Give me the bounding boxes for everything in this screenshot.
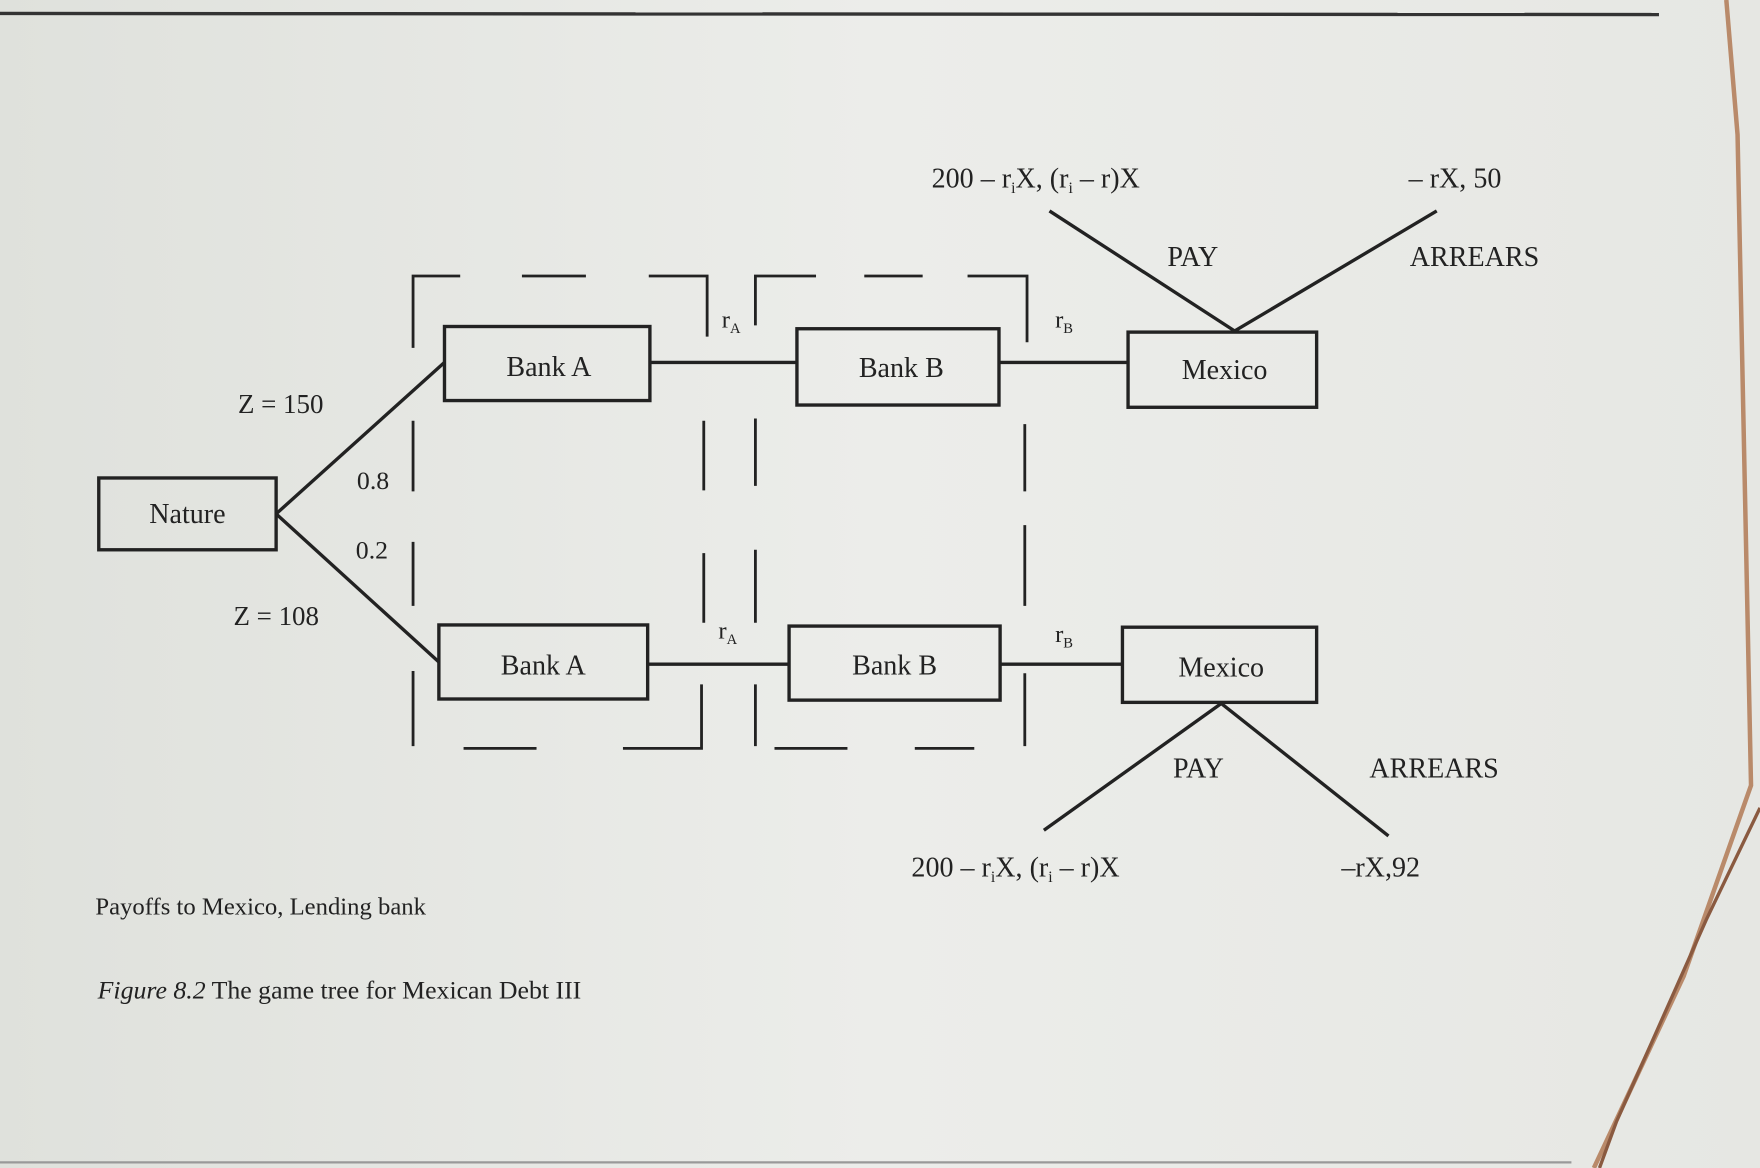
payoff-arrears-upper: – rX, 50 — [1408, 163, 1502, 194]
rate-b-upper: rB — [1055, 307, 1073, 338]
payoff-pay-upper: 200 – riX, (ri – r)X — [932, 163, 1140, 197]
node-bank-a-upper: Bank A — [442, 324, 652, 403]
node-label: Mexico — [1178, 653, 1264, 684]
payoff-arrears-lower: –rX,92 — [1340, 852, 1420, 883]
information-set-bank-b — [754, 274, 1029, 750]
page-edge-inner — [1597, 807, 1760, 1168]
upper-probability: 0.8 — [357, 466, 389, 495]
lower-probability: 0.2 — [356, 536, 388, 565]
node-label: Bank B — [852, 650, 937, 681]
rate-a-upper: rA — [722, 307, 741, 338]
lower-state-label: Z = 108 — [233, 601, 319, 631]
node-label: Mexico — [1182, 355, 1268, 386]
action-pay-upper: PAY — [1167, 242, 1218, 273]
node-bank-a-lower: Bank A — [437, 623, 650, 701]
payoff-pay-lower: 200 – riX, (ri – r)X — [911, 852, 1119, 886]
figure-caption: Figure 8.2 The game tree for Mexican Deb… — [97, 976, 582, 1005]
node-label: Bank B — [859, 353, 944, 384]
payoff-legend: Payoffs to Mexico, Lending bank — [95, 893, 426, 920]
node-nature: Nature — [97, 476, 278, 552]
node-mexico-lower: Mexico — [1120, 625, 1319, 705]
node-label: Bank A — [506, 352, 592, 383]
node-bank-b-lower: Bank B — [787, 624, 1002, 702]
action-arrears-lower: ARREARS — [1369, 754, 1498, 785]
node-mexico-upper: Mexico — [1126, 330, 1319, 409]
node-label: Nature — [149, 499, 225, 530]
rate-a-lower: rA — [718, 617, 737, 648]
action-arrears-upper: ARREARS — [1410, 242, 1539, 273]
top-rule — [0, 11, 1659, 17]
action-pay-lower: PAY — [1173, 754, 1224, 785]
upper-state-label: Z = 150 — [238, 389, 324, 419]
rate-b-lower: rB — [1055, 621, 1073, 652]
node-label: Bank A — [501, 650, 587, 681]
tree-edges — [274, 209, 1438, 838]
information-set-bank-a — [411, 274, 709, 750]
node-bank-b-upper: Bank B — [795, 327, 1001, 407]
